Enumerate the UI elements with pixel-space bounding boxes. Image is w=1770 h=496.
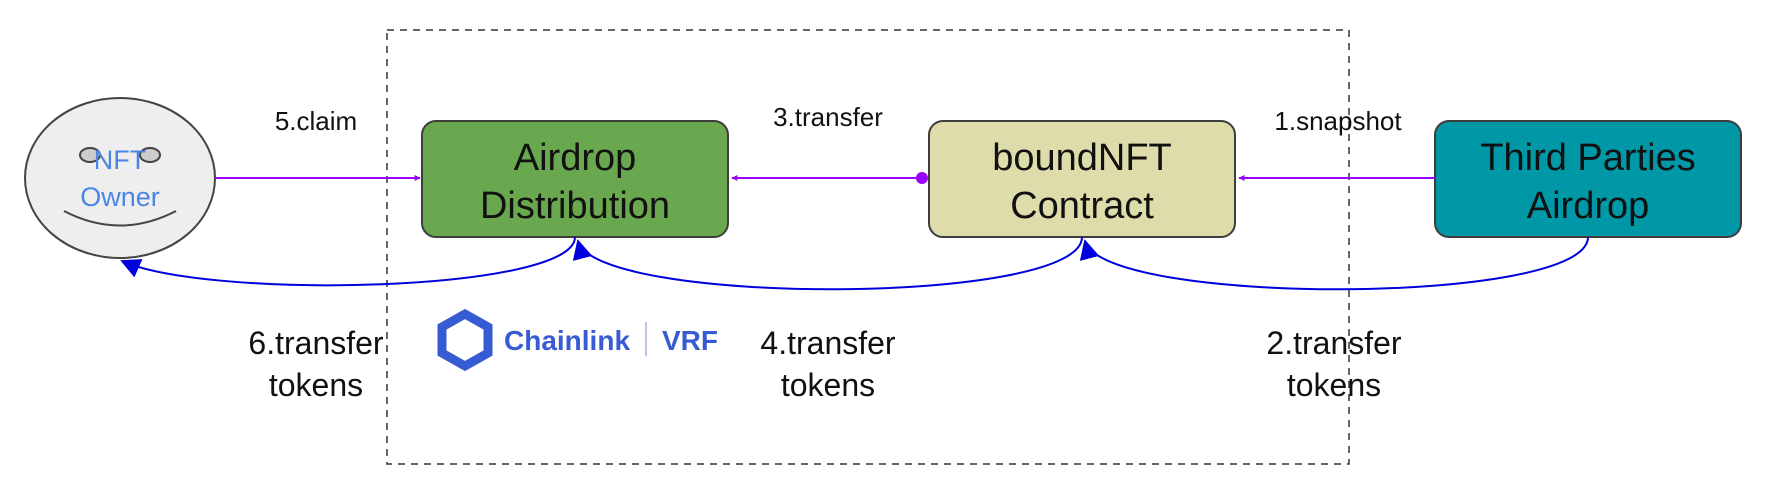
- transfer-tokens-2-arrow: [1080, 236, 1589, 291]
- third-parties-label-line1: Third Parties: [1480, 137, 1695, 179]
- transfer-tokens-6-label-line1: 6.transfer: [248, 325, 384, 361]
- airdrop-distribution-label-line2: Distribution: [480, 185, 670, 227]
- dashed-boundary: [386, 29, 1350, 465]
- vrf-wordmark: VRF: [662, 325, 718, 356]
- transfer-tokens-2-label-line2: tokens: [1287, 367, 1381, 403]
- transfer-tokens-2-label-line1: 2.transfer: [1266, 325, 1402, 361]
- owner-left-eye: [79, 147, 101, 163]
- transfer-tokens-4-arrow: [573, 236, 1083, 291]
- owner-label-line1: NFT: [94, 145, 146, 175]
- boundnft-contract-label-line1: boundNFT: [992, 137, 1172, 179]
- transfer-arrow-origin-dot: [916, 172, 928, 184]
- owner-right-eye: [139, 147, 161, 163]
- transfer-label: 3.transfer: [773, 102, 883, 132]
- boundnft-contract-node[interactable]: boundNFT Contract: [928, 120, 1236, 238]
- boundnft-contract-label-line2: Contract: [1010, 185, 1154, 227]
- third-parties-airdrop-node[interactable]: Third Parties Airdrop: [1434, 120, 1742, 238]
- airdrop-distribution-node[interactable]: Airdrop Distribution: [421, 120, 729, 238]
- nft-owner-node[interactable]: NFT Owner: [24, 97, 216, 259]
- snapshot-label: 1.snapshot: [1274, 106, 1402, 136]
- transfer-tokens-6-label-line2: tokens: [269, 367, 363, 403]
- chainlink-vrf-logo: Chainlink VRF: [437, 308, 718, 372]
- transfer-tokens-4-label-line1: 4.transfer: [760, 325, 896, 361]
- owner-label-line2: Owner: [80, 182, 160, 212]
- transfer-tokens-6-arrow: [120, 236, 576, 287]
- chainlink-hexagon-icon: [437, 308, 493, 372]
- owner-smile: [63, 210, 177, 227]
- third-parties-label-line2: Airdrop: [1527, 185, 1650, 227]
- chainlink-wordmark: Chainlink: [504, 325, 630, 356]
- owner-face: [24, 97, 216, 259]
- airdrop-distribution-label-line1: Airdrop: [514, 137, 637, 179]
- claim-label: 5.claim: [275, 106, 357, 136]
- transfer-tokens-4-label-line2: tokens: [781, 367, 875, 403]
